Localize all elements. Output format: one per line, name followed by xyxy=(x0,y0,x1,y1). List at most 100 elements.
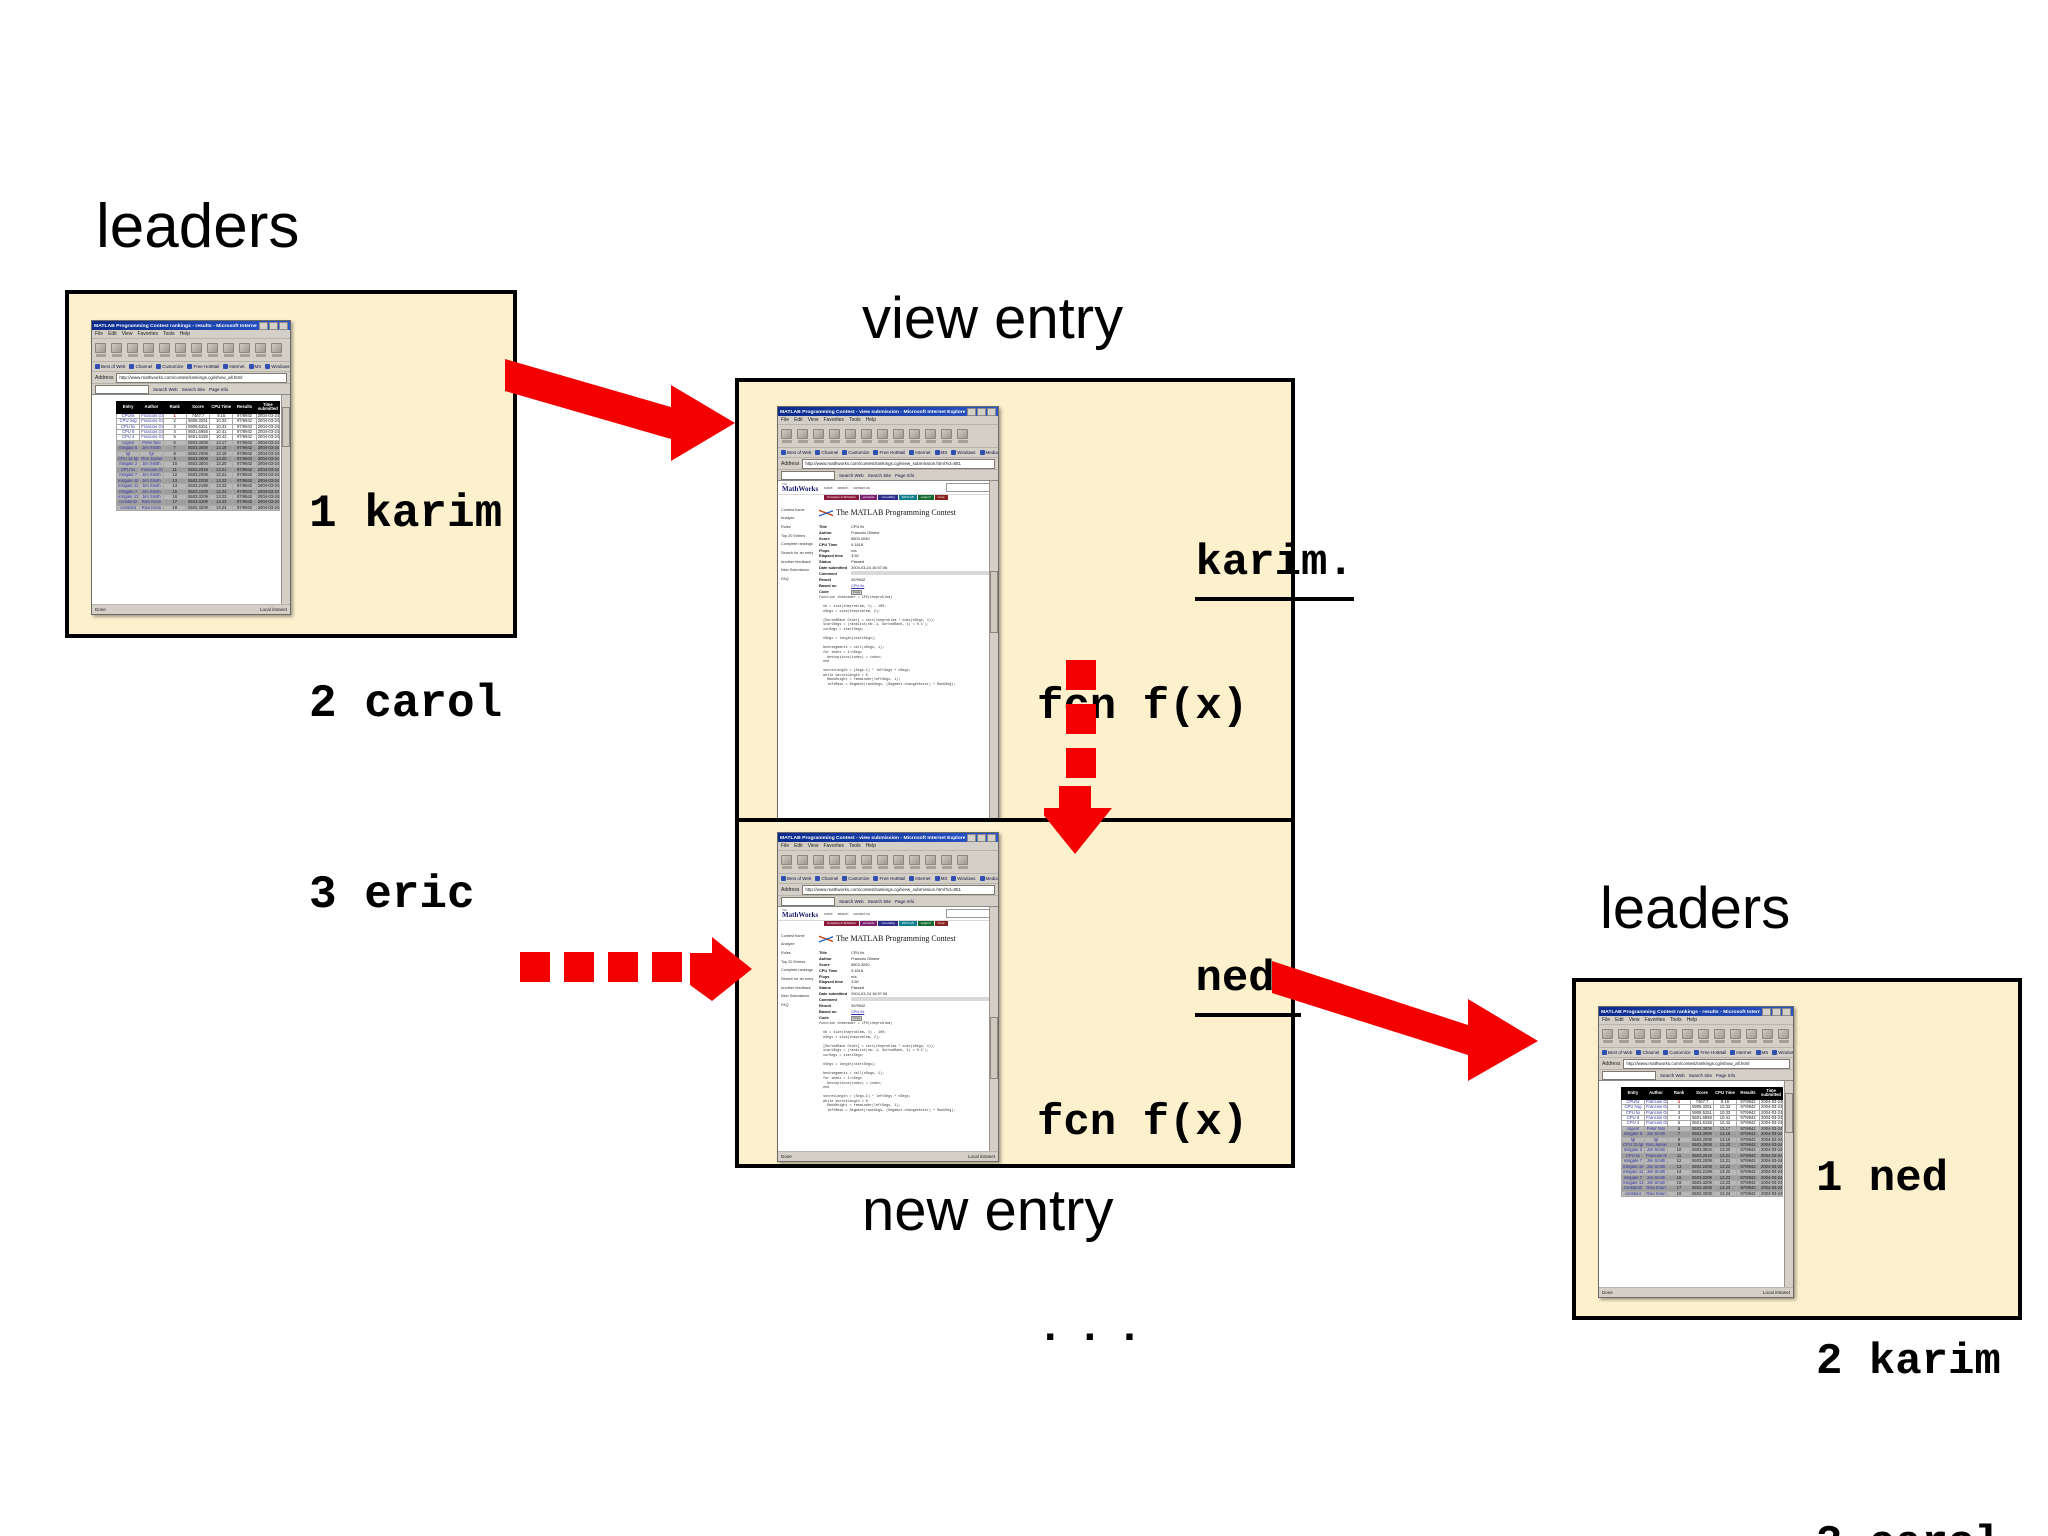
edit-icon[interactable] xyxy=(255,342,266,358)
sidebar-item[interactable]: FAQ xyxy=(781,1003,789,1008)
login-box[interactable] xyxy=(946,483,994,493)
copy-button[interactable]: Copy xyxy=(851,1015,863,1022)
mathworks-logo[interactable]: The MathWorks xyxy=(782,908,818,919)
window-controls[interactable] xyxy=(259,321,288,330)
browser-toolbar[interactable] xyxy=(1599,1025,1793,1048)
edit-icon[interactable] xyxy=(941,854,952,870)
address-input[interactable]: http://www.mathworks.com/contest/ranking… xyxy=(116,372,287,383)
mail-icon[interactable] xyxy=(909,428,920,444)
sidebar-item[interactable]: Search for an entry xyxy=(781,551,814,556)
address-input[interactable]: http://www.mathworks.com/contest/ranking… xyxy=(802,458,995,469)
nav-tab-matlab[interactable]: MATLAB xyxy=(898,920,917,926)
comment-field[interactable] xyxy=(851,996,992,1001)
mathworks-logo[interactable]: The MathWorks xyxy=(782,482,818,493)
sidebar-item[interactable]: Rules xyxy=(781,525,791,530)
page-info-button[interactable]: Page Info xyxy=(894,472,915,478)
edit-icon[interactable] xyxy=(1762,1028,1773,1044)
mathworks-navbar[interactable]: Company & Solutions products consulting … xyxy=(778,494,998,502)
sidebar-item[interactable]: Analyze xyxy=(781,516,795,521)
discuss-icon[interactable] xyxy=(1778,1028,1789,1044)
sidebar-item[interactable]: Another feedback xyxy=(781,985,811,990)
print-icon[interactable] xyxy=(925,854,936,870)
search-icon[interactable] xyxy=(861,854,872,870)
nav-tab-extra[interactable]: more xyxy=(934,920,948,926)
browser-address-bar[interactable]: Address http://www.mathworks.com/contest… xyxy=(1599,1058,1793,1070)
browser-toolbar[interactable] xyxy=(778,425,998,448)
page-info-button[interactable]: Page Info xyxy=(1715,1072,1736,1078)
forward-icon[interactable] xyxy=(797,854,808,870)
history-icon[interactable] xyxy=(207,342,218,358)
print-icon[interactable] xyxy=(239,342,250,358)
discuss-icon[interactable] xyxy=(271,342,282,358)
sidebar-item[interactable]: New Submission xyxy=(781,994,810,999)
nav-tab-support[interactable]: support xyxy=(917,494,934,500)
search-web-button[interactable]: Search Web xyxy=(839,898,864,904)
back-icon[interactable] xyxy=(95,342,106,358)
back-icon[interactable] xyxy=(781,428,792,444)
search-input[interactable] xyxy=(1602,1070,1656,1080)
search-web-button[interactable]: Search Web xyxy=(153,386,178,392)
refresh-icon[interactable] xyxy=(143,342,154,358)
vertical-scrollbar[interactable] xyxy=(989,481,998,935)
page-info-button[interactable]: Page Info xyxy=(894,898,915,904)
search-input[interactable] xyxy=(95,384,149,394)
sidebar-item[interactable]: Top 20 Entries xyxy=(781,533,806,538)
nav-tab-consulting[interactable]: consulting xyxy=(878,494,898,500)
search-web-button[interactable]: Search Web xyxy=(1660,1072,1685,1078)
print-icon[interactable] xyxy=(1746,1028,1757,1044)
refresh-icon[interactable] xyxy=(829,854,840,870)
edit-icon[interactable] xyxy=(941,428,952,444)
discuss-icon[interactable] xyxy=(957,428,968,444)
browser-address-bar[interactable]: Address http://www.mathworks.com/contest… xyxy=(92,372,290,384)
comment-field[interactable] xyxy=(851,570,992,575)
browser-search-bar[interactable]: Search Web Search Site Page Info xyxy=(92,384,290,395)
sidebar-item[interactable]: Complete rankings xyxy=(781,968,813,973)
page-info-button[interactable]: Page Info xyxy=(208,386,229,392)
favorites-icon[interactable] xyxy=(191,342,202,358)
forward-icon[interactable] xyxy=(1618,1028,1629,1044)
home-icon[interactable] xyxy=(845,428,856,444)
search-icon[interactable] xyxy=(1682,1028,1693,1044)
browser-search-bar[interactable]: Search Web Search Site Page Info xyxy=(778,896,998,907)
favorites-icon[interactable] xyxy=(877,428,888,444)
refresh-icon[interactable] xyxy=(1650,1028,1661,1044)
favorites-icon[interactable] xyxy=(877,854,888,870)
sidebar-item[interactable]: Contest home xyxy=(781,507,805,512)
window-controls[interactable] xyxy=(1762,1007,1791,1016)
address-input[interactable]: http://www.mathworks.com/contest/ranking… xyxy=(1623,1058,1790,1069)
browser-toolbar[interactable] xyxy=(778,851,998,874)
based-on-link[interactable]: CPU fix xyxy=(851,582,865,588)
browser-address-bar[interactable]: Address http://www.mathworks.com/contest… xyxy=(778,458,998,470)
search-input[interactable] xyxy=(781,896,835,906)
vertical-scrollbar[interactable] xyxy=(281,395,290,604)
sidebar-item[interactable]: Complete rankings xyxy=(781,542,813,547)
browser-search-bar[interactable]: Search Web Search Site Page Info xyxy=(1599,1070,1793,1081)
browser-toolbar[interactable] xyxy=(92,339,290,362)
sidebar-item[interactable]: FAQ xyxy=(781,577,789,582)
mail-icon[interactable] xyxy=(909,854,920,870)
history-icon[interactable] xyxy=(1714,1028,1725,1044)
